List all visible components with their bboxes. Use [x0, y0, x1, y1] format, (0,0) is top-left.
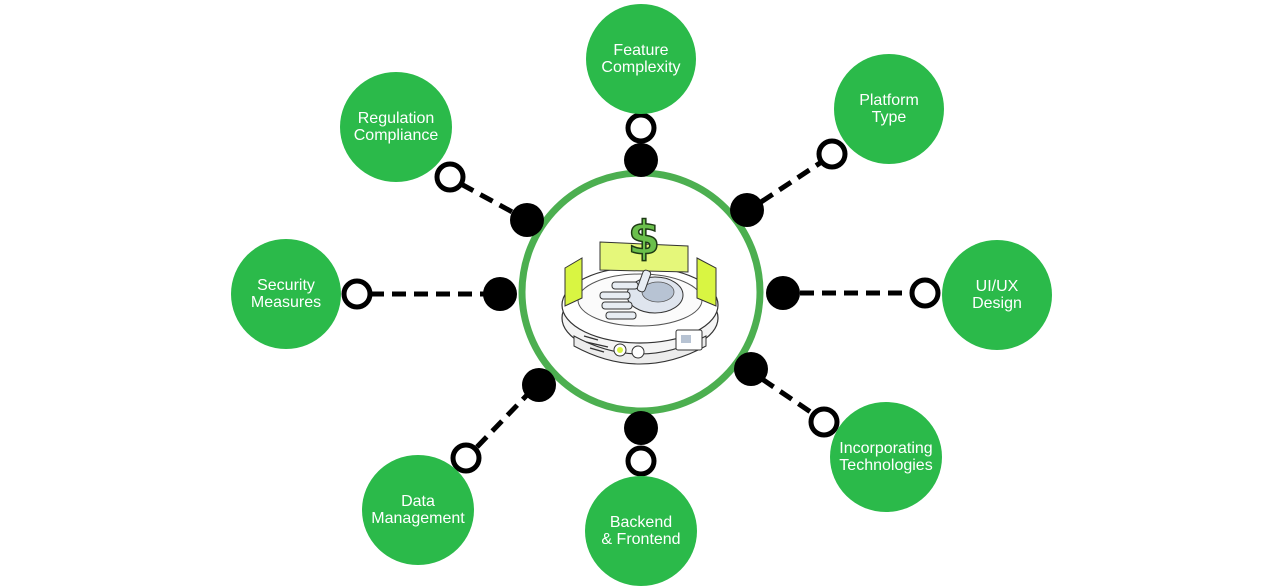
connector-uiux [766, 276, 941, 310]
node-backend-frontend: Backend & Frontend [585, 476, 697, 586]
node-feature-complexity: Feature Complexity [586, 4, 696, 114]
node-backend-frontend-label: Backend & Frontend [601, 514, 681, 548]
node-regulation-compliance: Regulation Compliance [340, 72, 452, 182]
node-uiux-design-label: UI/UX Design [972, 278, 1022, 312]
node-uiux-design: UI/UX Design [942, 240, 1052, 350]
connector-platform [730, 138, 848, 227]
node-security-measures-label: Security Measures [250, 277, 322, 311]
connector-regulation [434, 161, 544, 237]
connector-incorp [734, 352, 840, 438]
node-incorporating-technologies: Incorporating Technologies [830, 402, 942, 512]
svg-text:$: $ [628, 211, 660, 265]
node-platform-type: Platform Type [834, 54, 944, 164]
connector-security [341, 277, 517, 311]
node-security-measures: Security Measures [231, 239, 341, 349]
connector-data [450, 368, 556, 474]
node-data-management-label: Data Management [371, 493, 465, 527]
connector-backend [624, 411, 658, 477]
node-feature-complexity-label: Feature Complexity [601, 42, 681, 76]
node-regulation-compliance-label: Regulation Compliance [353, 110, 439, 144]
connector-feature [624, 112, 658, 177]
node-incorporating-technologies-label: Incorporating Technologies [839, 440, 933, 474]
node-data-management: Data Management [362, 455, 474, 565]
node-platform-type-label: Platform Type [859, 92, 919, 126]
dollar-sign-robot-hand-icon: $ [561, 210, 719, 365]
